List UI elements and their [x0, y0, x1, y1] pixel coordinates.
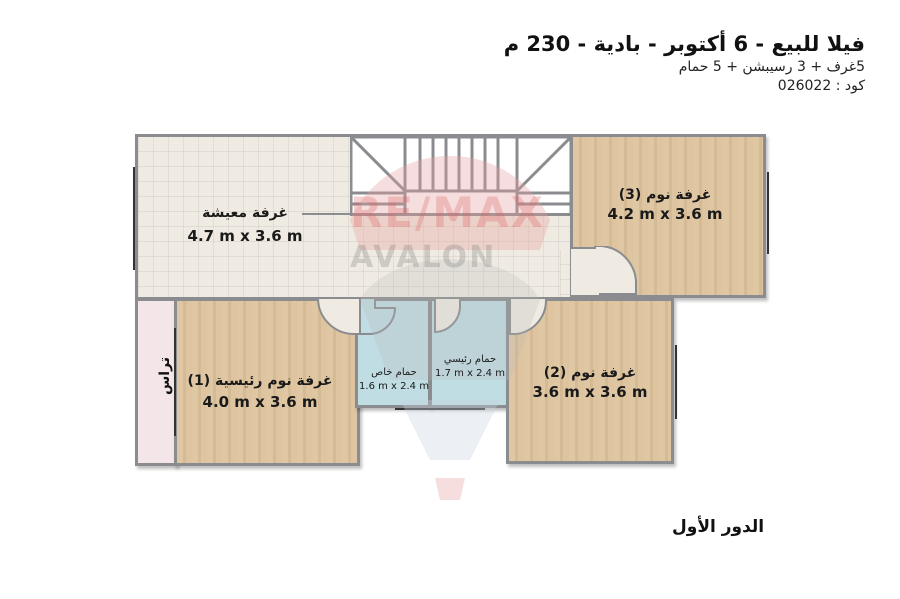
- listing-header: فيلا للبيع - 6 أكتوبر - بادية - 230 م 5غ…: [504, 30, 865, 96]
- window-baths: [395, 405, 485, 410]
- bedroom-3-dim: 4.2 m x 3.6 m: [607, 205, 723, 223]
- living-room-dim: 4.7 m x 3.6 m: [187, 227, 303, 245]
- master-bedroom-1-label: غرفة نوم رئيسية (1) 4.0 m x 3.6 m: [185, 373, 335, 411]
- window-bedroom1-terrace: [174, 328, 179, 436]
- listing-title: فيلا للبيع - 6 أكتوبر - بادية - 230 م: [503, 32, 865, 56]
- bedroom-3-label: غرفة نوم (3) 4.2 m x 3.6 m: [600, 187, 730, 223]
- private-bathroom-label: حمام خاص 1.6 m x 2.4 m: [358, 367, 430, 392]
- staircase: [350, 136, 572, 216]
- living-room-label: غرفة معيشة 4.7 m x 3.6 m: [180, 205, 310, 245]
- private-bathroom-name: حمام خاص: [371, 367, 417, 378]
- window-bedroom3-right: [762, 172, 769, 254]
- railing-line: [302, 213, 574, 215]
- bedroom-2-name: غرفة نوم (2): [543, 365, 637, 381]
- bedroom3-door-swing: [570, 246, 638, 297]
- master-bedroom-1-name: غرفة نوم رئيسية (1): [187, 373, 333, 389]
- bedroom-2-label: غرفة نوم (2) 3.6 m x 3.6 m: [525, 365, 655, 401]
- master-bedroom-1: [174, 298, 360, 466]
- door-swings: [316, 297, 548, 335]
- window-bedroom2-right: [670, 345, 677, 419]
- window-living-left: [133, 167, 140, 270]
- bedroom-2-dim: 3.6 m x 3.6 m: [532, 383, 648, 401]
- living-room-name: غرفة معيشة: [202, 205, 288, 221]
- floor-label: الدور الأول: [672, 517, 765, 537]
- bedroom-3-name: غرفة نوم (3): [618, 187, 712, 203]
- listing-code: كود : 026022: [777, 78, 865, 94]
- main-bathroom-label: حمام رئيسي 1.7 m x 2.4 m: [432, 354, 508, 379]
- terrace-label: تراس: [157, 356, 174, 396]
- master-bedroom-1-dim: 4.0 m x 3.6 m: [202, 393, 318, 411]
- main-bathroom-name: حمام رئيسي: [443, 354, 497, 365]
- listing-rooms-summary: 5غرف + 3 رسيبشن + 5 حمام: [678, 59, 865, 75]
- private-bathroom-dim: 1.6 m x 2.4 m: [359, 381, 429, 392]
- main-bathroom-dim: 1.7 m x 2.4 m: [435, 368, 505, 379]
